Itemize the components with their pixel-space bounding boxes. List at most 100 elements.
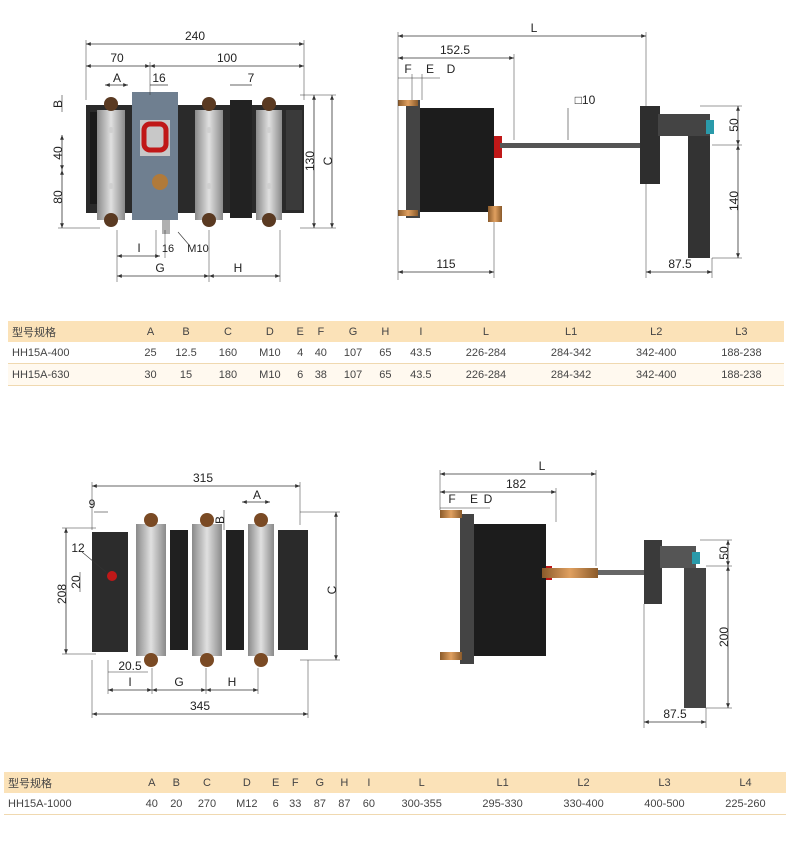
table-header-cell: 型号规格 bbox=[8, 321, 138, 342]
table-cell: 30 bbox=[137, 363, 164, 386]
table-cell: HH15A-400 bbox=[8, 342, 138, 364]
dim-208: 208 bbox=[55, 584, 69, 604]
dim-l: L bbox=[539, 459, 546, 473]
dim-200: 200 bbox=[717, 627, 731, 647]
table-header-cell: L bbox=[443, 321, 529, 342]
dim-b: B bbox=[213, 516, 227, 524]
table-header-cell: E bbox=[292, 321, 308, 342]
dim-m10: M10 bbox=[187, 243, 208, 255]
table-cell: M10 bbox=[247, 342, 293, 364]
table-header-cell: I bbox=[398, 321, 444, 342]
table-cell: 330-400 bbox=[543, 793, 625, 815]
table-cell: HH15A-630 bbox=[8, 363, 138, 386]
table-cell: HH15A-1000 bbox=[4, 793, 140, 815]
table-cell: 40 bbox=[139, 793, 165, 815]
table-cell: 87 bbox=[332, 793, 357, 815]
table-header-cell: C bbox=[188, 772, 226, 793]
table-header-cell: 型号规格 bbox=[4, 772, 140, 793]
dim-50: 50 bbox=[717, 546, 731, 560]
table-cell: M10 bbox=[247, 363, 293, 386]
dim-d: D bbox=[447, 62, 456, 76]
top-side-view: L 152.5 F E D □10 115 87.5 50 140 bbox=[397, 21, 742, 280]
table-cell: 43.5 bbox=[398, 342, 444, 364]
table-header-cell: L1 bbox=[462, 772, 544, 793]
table-cell: 6 bbox=[268, 793, 284, 815]
dim-12: 12 bbox=[71, 541, 85, 555]
table-header-cell: G bbox=[333, 321, 373, 342]
table-header-cell: L2 bbox=[543, 772, 625, 793]
dim-80: 80 bbox=[51, 190, 65, 204]
dim-i: I bbox=[128, 675, 131, 689]
table-cell: 188-238 bbox=[698, 363, 784, 386]
dim-16-bottom: 16 bbox=[162, 243, 174, 255]
dim-7: 7 bbox=[248, 71, 255, 85]
table-cell: 295-330 bbox=[462, 793, 544, 815]
dim-152-5: 152.5 bbox=[440, 43, 470, 57]
table-cell: 38 bbox=[307, 363, 334, 386]
table-cell: 342-400 bbox=[613, 363, 699, 386]
table-cell: 284-342 bbox=[528, 363, 614, 386]
table-cell: 225-260 bbox=[704, 793, 786, 815]
table-header-cell: H bbox=[372, 321, 399, 342]
table-cell: 33 bbox=[283, 793, 308, 815]
table-header-cell: L3 bbox=[624, 772, 705, 793]
dim-h: H bbox=[228, 675, 237, 689]
table-header-cell: H bbox=[332, 772, 357, 793]
dim-87-5: 87.5 bbox=[663, 707, 687, 721]
dim-130: 130 bbox=[303, 151, 317, 171]
table-cell: 342-400 bbox=[613, 342, 699, 364]
table-cell: 25 bbox=[137, 342, 164, 364]
dim-40: 40 bbox=[51, 146, 65, 160]
dim-a: A bbox=[113, 71, 121, 85]
dim-e: E bbox=[470, 492, 478, 506]
table-header-cell: E bbox=[268, 772, 284, 793]
table-cell: 160 bbox=[208, 342, 248, 364]
table-header-cell: F bbox=[283, 772, 308, 793]
table-header-cell: I bbox=[356, 772, 382, 793]
dim-c: C bbox=[325, 585, 339, 594]
dim-16: 16 bbox=[152, 71, 166, 85]
dim-315: 315 bbox=[193, 471, 213, 485]
table-cell: 87 bbox=[307, 793, 333, 815]
dim-20-5: 20.5 bbox=[118, 659, 142, 673]
table-cell: 12.5 bbox=[163, 342, 209, 364]
dim-c: C bbox=[321, 156, 335, 165]
dim-g: G bbox=[155, 261, 164, 275]
table-header-cell: G bbox=[307, 772, 333, 793]
dim-87-5: 87.5 bbox=[668, 257, 692, 271]
dim-d: D bbox=[484, 492, 493, 506]
table-header-cell: A bbox=[137, 321, 164, 342]
table-header-cell: A bbox=[139, 772, 165, 793]
table-cell: 107 bbox=[333, 363, 373, 386]
dim-h: H bbox=[234, 261, 243, 275]
dim-f: F bbox=[448, 492, 455, 506]
top-front-view: 240 70 100 A 16 7 B 40 80 130 C I 16 M10… bbox=[51, 29, 336, 282]
table-cell: 284-342 bbox=[528, 342, 614, 364]
table-cell: 188-238 bbox=[698, 342, 784, 364]
table-header-cell: L2 bbox=[613, 321, 699, 342]
dim-i: I bbox=[137, 241, 140, 255]
dim-140: 140 bbox=[727, 191, 741, 211]
dim-g: G bbox=[174, 675, 183, 689]
table-cell: 20 bbox=[164, 793, 189, 815]
table-cell: M12 bbox=[225, 793, 269, 815]
table-cell: 107 bbox=[333, 342, 373, 364]
table-header-cell: D bbox=[225, 772, 269, 793]
table-cell: 65 bbox=[372, 342, 399, 364]
table-cell: 400-500 bbox=[624, 793, 705, 815]
table-header-cell: B bbox=[164, 772, 189, 793]
table-cell: 43.5 bbox=[398, 363, 444, 386]
bottom-side-view: L 182 F E D 50 200 87.5 bbox=[439, 459, 732, 728]
table-cell: 226-284 bbox=[443, 342, 529, 364]
dim-b: B bbox=[51, 100, 65, 108]
dim-182: 182 bbox=[506, 477, 526, 491]
dim-100: 100 bbox=[217, 51, 237, 65]
dim-70: 70 bbox=[110, 51, 124, 65]
